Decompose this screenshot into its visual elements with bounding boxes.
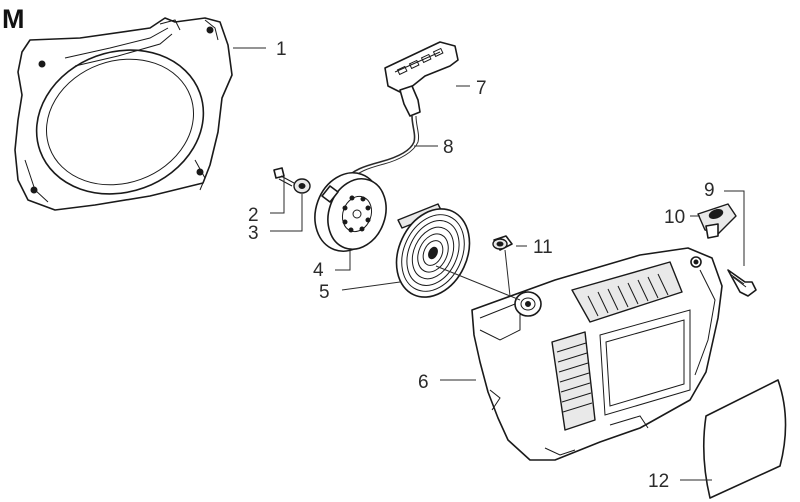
callout-5: 5 <box>319 282 330 303</box>
callout-8: 8 <box>443 137 454 158</box>
leader-lines <box>233 47 745 481</box>
part-3-washer <box>293 178 311 194</box>
callout-6: 6 <box>418 372 429 393</box>
part-9-bolt <box>727 269 757 297</box>
callout-10: 10 <box>664 207 685 228</box>
part-6-starter-cover <box>471 247 723 461</box>
callout-1: 1 <box>276 39 287 60</box>
callout-2: 2 <box>248 205 259 226</box>
callout-12: 12 <box>648 471 669 492</box>
part-1-fan-housing <box>14 17 233 211</box>
part-11-pivot-pin <box>492 235 513 251</box>
callout-4: 4 <box>313 260 324 281</box>
part-7-starter-handle <box>384 41 459 117</box>
section-letter: M <box>2 4 25 34</box>
callout-11: 11 <box>533 237 553 258</box>
part-5-recoil-spring <box>395 203 471 298</box>
part-8-starter-rope <box>344 115 416 181</box>
callout-3: 3 <box>248 223 259 244</box>
callout-9: 9 <box>704 180 715 201</box>
part-12-decal <box>702 379 787 499</box>
callout-numbers: 1 2 3 4 5 6 7 8 9 10 11 12 <box>248 39 715 492</box>
part-4-rope-pulley <box>314 172 387 252</box>
part-10-rope-guide <box>697 203 737 239</box>
callout-7: 7 <box>476 78 487 99</box>
